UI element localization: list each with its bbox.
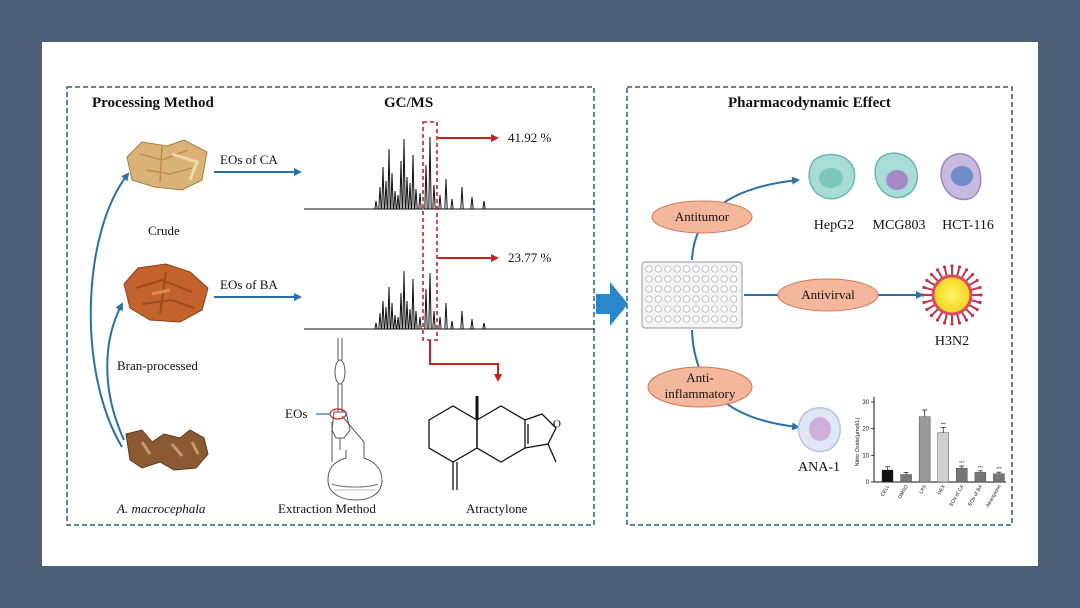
atractylone-label: Atractylone xyxy=(466,501,528,516)
chart-category-label-0: CELL xyxy=(880,484,892,498)
ana1-label: ANA-1 xyxy=(798,460,840,475)
chart-category-label-6: Atractylone xyxy=(985,484,1003,509)
chart-bar-6 xyxy=(993,473,1005,483)
mcg803-label: MCG803 xyxy=(872,218,926,233)
chart-category-label-5: EOs of BA xyxy=(967,483,984,507)
pharmacodynamic-title: Pharmacodynamic Effect xyxy=(728,95,891,111)
chart-bar-5 xyxy=(974,472,987,483)
raw-to-crude-arrow xyxy=(89,172,130,448)
panel-transition-arrow xyxy=(596,282,628,326)
chart-category-label-1: DMSO xyxy=(897,484,910,500)
mcg803-cell-image xyxy=(874,152,919,199)
chart-ytick-label-0: 0 xyxy=(866,480,870,486)
antitumor-label: Antitumor xyxy=(674,209,730,224)
chromatogram-ca xyxy=(304,136,594,210)
chart-category-label-4: EOs of CA xyxy=(949,483,966,507)
chart-bar-3 xyxy=(937,432,949,483)
anti-inflammatory-label-line2: inflammatory xyxy=(664,386,736,401)
chart-bar-1 xyxy=(900,474,912,483)
crude-label: Crude xyxy=(148,223,180,238)
chart-bar-2 xyxy=(918,416,931,483)
furan-oxygen-label: O xyxy=(553,418,561,430)
chart-significance-4: *** xyxy=(959,460,965,465)
percent-ca-value: 41.92 % xyxy=(508,130,552,145)
hct116-cell-image xyxy=(940,153,982,201)
hepg2-label: HepG2 xyxy=(813,218,855,233)
species-label: A. macrocephala xyxy=(117,501,206,516)
extraction-apparatus xyxy=(316,338,383,501)
chart-bar-0 xyxy=(881,469,894,483)
percent-ba-value: 23.77 % xyxy=(508,250,552,265)
chart-significance-5: *** xyxy=(978,465,984,470)
chart-category-label-3: DEX xyxy=(937,483,948,495)
well-plate-image xyxy=(641,261,743,329)
chart-ytick-label-1: 10 xyxy=(862,453,869,459)
chart-significance-6: *** xyxy=(996,466,1002,471)
atractylone-arrow xyxy=(429,340,502,382)
chart-ylabel: Nitric Oxide(μmol/L) xyxy=(855,417,861,466)
gcms-title: GC/MS xyxy=(384,95,434,111)
eos-ba-label: EOs of BA xyxy=(220,277,278,292)
eos-apparatus-label: EOs xyxy=(285,406,308,421)
hepg2-cell-image xyxy=(808,153,856,200)
chart-significance-3: *** xyxy=(941,421,947,426)
processing-panel xyxy=(66,86,595,526)
ana1-cell-image xyxy=(797,407,841,453)
anti-inflammatory-label-line1: Anti- xyxy=(686,370,714,385)
chromatogram-ba xyxy=(304,270,594,330)
raw-to-bran-arrow xyxy=(106,302,125,441)
chart-ytick-label-3: 30 xyxy=(862,400,869,406)
bran-processed-herb-image xyxy=(123,263,209,323)
extraction-method-label: Extraction Method xyxy=(278,501,376,516)
eos-ca-label: EOs of CA xyxy=(220,152,278,167)
atractylone-structure xyxy=(428,396,557,490)
raw-rhizome-image xyxy=(125,429,209,471)
antivirval-label: Antivirval xyxy=(801,287,855,302)
bran-processed-label: Bran-processed xyxy=(117,358,198,373)
processing-method-title: Processing Method xyxy=(92,95,214,111)
chart-bar-4 xyxy=(956,467,968,483)
pharmacodynamic-panel xyxy=(626,86,1013,526)
chart-category-label-2: LPS xyxy=(918,483,928,495)
h3n2-label: H3N2 xyxy=(934,334,970,349)
antitumor-pill xyxy=(651,200,753,234)
h3n2-virus-image xyxy=(921,264,983,326)
antivirval-pill xyxy=(777,278,879,312)
chart-ytick-label-2: 20 xyxy=(862,427,869,433)
anti-inflammatory-pill xyxy=(647,366,753,408)
crude-herb-image xyxy=(126,139,208,191)
hct116-label: HCT-116 xyxy=(942,218,994,233)
